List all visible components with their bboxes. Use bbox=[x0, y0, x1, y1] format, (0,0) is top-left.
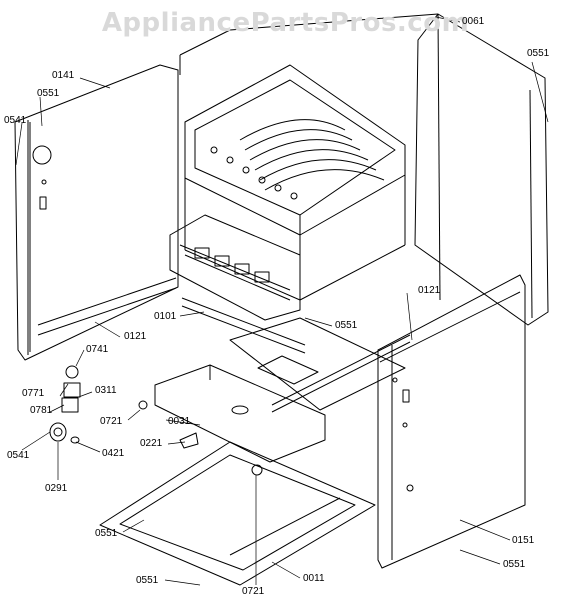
callout-0061: 0061 bbox=[462, 16, 485, 27]
callout-0541-bottom: 0541 bbox=[7, 450, 30, 461]
callout-0551-top-left: 0551 bbox=[37, 88, 60, 99]
right-side-panel bbox=[377, 274, 526, 569]
callout-0031: 0031 bbox=[168, 416, 191, 427]
callout-0291: 0291 bbox=[45, 483, 68, 494]
callout-0771: 0771 bbox=[22, 388, 45, 399]
callout-0551-bottom: 0551 bbox=[136, 575, 159, 586]
callout-0121-right: 0121 bbox=[418, 285, 441, 296]
callout-0781: 0781 bbox=[30, 405, 53, 416]
callout-0541-left: 0541 bbox=[4, 115, 27, 126]
support-rails bbox=[181, 297, 411, 413]
callout-0721-bottom: 0721 bbox=[242, 586, 265, 597]
callout-0551-bottom-left: 0551 bbox=[95, 528, 118, 539]
callout-0721-left: 0721 bbox=[100, 416, 123, 427]
bottom-pan bbox=[99, 441, 376, 586]
callout-0221: 0221 bbox=[140, 438, 163, 449]
callout-0151: 0151 bbox=[512, 535, 535, 546]
divider-panel bbox=[154, 364, 326, 463]
callout-0551-middle: 0551 bbox=[335, 320, 358, 331]
callout-0141: 0141 bbox=[52, 70, 75, 81]
callout-0011: 0011 bbox=[303, 573, 325, 584]
callout-0421: 0421 bbox=[102, 448, 125, 459]
callout-0101: 0101 bbox=[154, 311, 177, 322]
leader-lines bbox=[15, 16, 549, 586]
left-side-panel bbox=[14, 64, 179, 361]
heat-exchanger-assembly bbox=[184, 64, 406, 301]
top-panel bbox=[179, 13, 439, 75]
callout-0121-left: 0121 bbox=[124, 331, 147, 342]
callout-0551-bottom-right: 0551 bbox=[503, 559, 526, 570]
callout-0741: 0741 bbox=[86, 344, 109, 355]
callout-0551-top-right: 0551 bbox=[527, 48, 550, 59]
burner-assembly bbox=[169, 214, 301, 321]
callout-0311: 0311 bbox=[95, 385, 117, 396]
back-panel bbox=[414, 13, 549, 326]
watermark-logo: AppliancePartsPros.com bbox=[101, 8, 470, 38]
